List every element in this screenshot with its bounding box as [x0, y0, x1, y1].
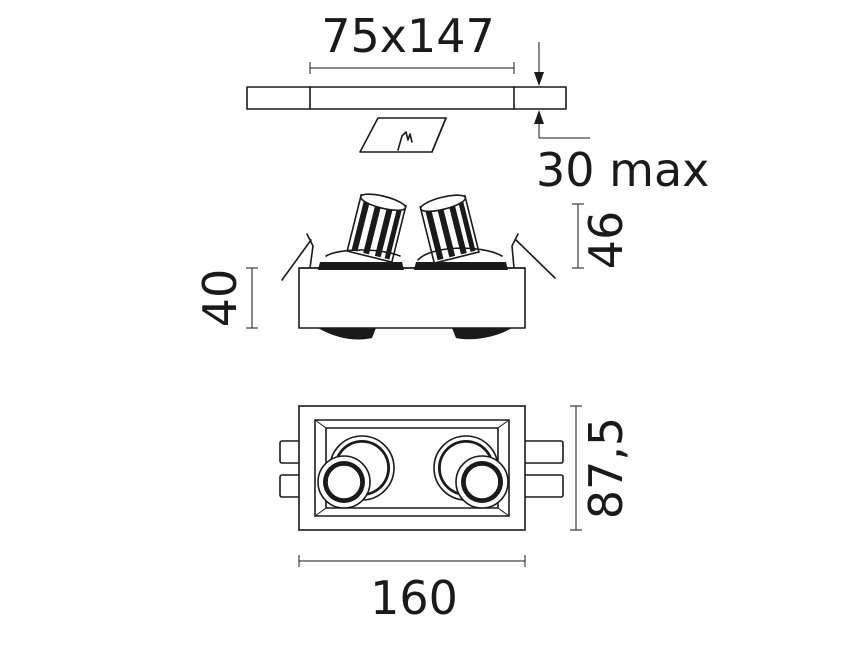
lamp-right-fin-2 [437, 207, 456, 258]
bevel-tr [497, 419, 510, 429]
lamp-left-ring [325, 249, 401, 257]
reflector-right [452, 328, 512, 340]
lamp-right-ring [417, 247, 503, 261]
trim-frame-inner [314, 419, 510, 517]
ceiling-cutout-view: 75x147 30 max [246, 9, 709, 197]
lamp-left-cap [359, 193, 407, 212]
lamp-left-base [318, 262, 404, 270]
spring-clip-left [306, 233, 314, 269]
lamp-height-label: 46 [579, 211, 633, 270]
spring-left [281, 239, 312, 281]
lamp-right-fin-1 [425, 210, 444, 261]
lamp-left-fin-2 [363, 204, 382, 255]
cutout-dimension-label: 75x147 [321, 9, 495, 63]
lamp-head-left [346, 193, 407, 264]
thickness-arrowhead-bottom [534, 110, 544, 124]
spring-tab-right-top [522, 440, 564, 464]
plan-view: 87,5 160 [279, 405, 633, 625]
lamp-right-lens [464, 464, 500, 500]
spring-clip-right [511, 233, 519, 269]
lamp-right-cap [419, 194, 467, 213]
width-label: 87,5 [579, 417, 633, 519]
install-symbol-edge [431, 117, 447, 153]
lamp-right-fin-3 [448, 204, 467, 255]
bevel-bl [314, 507, 327, 517]
reflector-left [318, 328, 376, 340]
body-height-label: 40 [193, 269, 247, 328]
lamp-left-fin-4 [384, 209, 402, 260]
thickness-dimension-label: 30 max [536, 143, 709, 197]
spring-tab-right-bottom [522, 474, 564, 498]
ceiling-panel-left [246, 86, 311, 110]
thickness-arrowhead-top [534, 72, 544, 86]
hand-icon [397, 131, 413, 151]
ceiling-panel-right [513, 86, 567, 110]
length-label: 160 [370, 571, 458, 625]
lamp-head-right [419, 194, 480, 265]
spring-right [515, 239, 556, 279]
lamp-right-base [414, 262, 508, 270]
lamp-left-lens [326, 464, 362, 500]
lamp-left-fin-1 [351, 201, 370, 252]
side-elevation-view: 40 46 [193, 193, 633, 340]
bevel-tl [314, 419, 327, 429]
housing-body [298, 267, 526, 329]
lamp-right-fin-4 [458, 202, 476, 252]
bevel-br [497, 507, 510, 517]
lamp-left-fin-3 [374, 207, 393, 258]
